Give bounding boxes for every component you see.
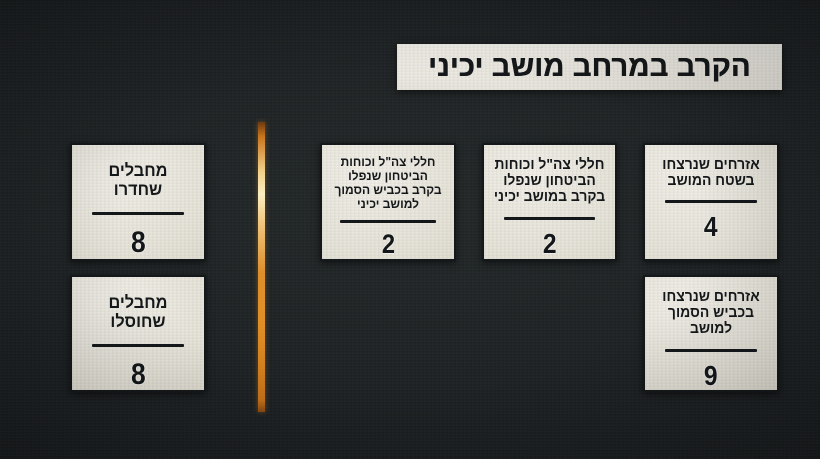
stat-card-label: חללי צה"ל וכוחות הביטחון שנפלו בקרב במוש…: [493, 157, 606, 206]
stat-card-infiltrators: מחבלים שחדרו 8: [70, 143, 206, 261]
stat-card-label: מחבלים שחוסלו: [108, 293, 168, 332]
stat-card-eliminated: מחבלים שחוסלו 8: [70, 275, 206, 392]
stat-card-rule: [665, 348, 757, 352]
stat-card-civilians-road: אזרחים שנרצחו בכביש הסמוך למושב 9: [643, 275, 779, 392]
stat-card-rule: [504, 216, 595, 220]
stat-card-rule: [92, 212, 184, 216]
stat-card-value: 9: [704, 359, 718, 391]
stat-card-value: 2: [542, 227, 557, 259]
stat-card-rule: [92, 344, 184, 347]
page-title: הקרב במרחב מושב יכיני: [428, 50, 751, 83]
stat-card-label: חללי צה"ל וכוחות הביטחון שנפלו בקרב בכבי…: [334, 155, 442, 211]
stat-card-idf-fallen-moshav: חללי צה"ל וכוחות הביטחון שנפלו בקרב במוש…: [482, 143, 617, 261]
gold-vertical-divider: [258, 122, 265, 412]
stat-card-idf-fallen-road: חללי צה"ל וכוחות הביטחון שנפלו בקרב בכבי…: [320, 143, 456, 261]
stat-card-civilians-moshav: אזרחים שנרצחו בשטח המושב 4: [643, 143, 779, 261]
stat-card-value: 8: [130, 358, 146, 391]
stat-card-rule: [340, 220, 436, 223]
stat-card-label: מחבלים שחדרו: [108, 161, 168, 200]
stat-card-value: 8: [130, 226, 146, 260]
page-title-banner: הקרב במרחב מושב יכיני: [397, 44, 782, 90]
stat-card-value: 2: [381, 229, 395, 259]
stat-card-rule: [665, 200, 757, 204]
stat-card-label: אזרחים שנרצחו בשטח המושב: [662, 157, 760, 190]
stat-card-label: אזרחים שנרצחו בכביש הסמוך למושב: [662, 289, 760, 338]
stat-card-value: 4: [704, 211, 718, 243]
